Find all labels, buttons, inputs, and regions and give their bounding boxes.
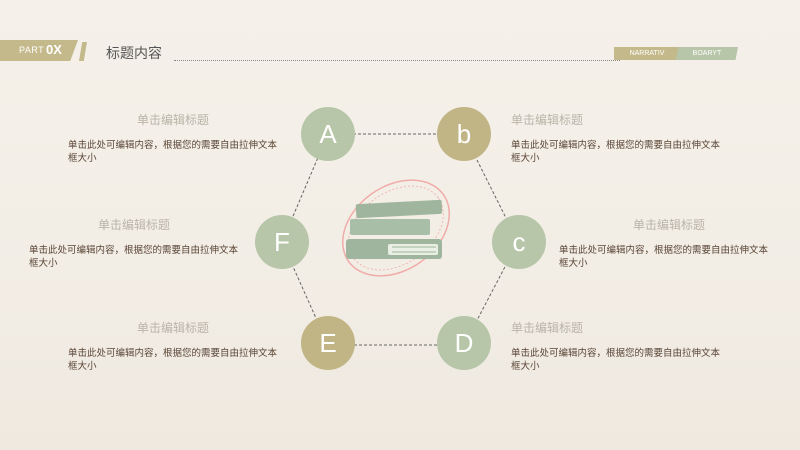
block-title[interactable]: 单击编辑标题 (511, 113, 584, 127)
node-c: c (492, 215, 546, 269)
block-body[interactable]: 单击此处可编辑内容，根据您的需要自由拉伸文本框大小 (511, 348, 721, 372)
node-d-letter: D (454, 327, 474, 358)
block-body[interactable]: 单击此处可编辑内容，根据您的需要自由拉伸文本框大小 (68, 140, 278, 164)
block-body[interactable]: 单击此处可编辑内容，根据您的需要自由拉伸文本框大小 (29, 245, 239, 269)
page-title: 标题内容 (106, 46, 162, 62)
node-e: E (301, 316, 355, 370)
node-b: b (437, 107, 491, 161)
node-c-letter: c (512, 226, 526, 257)
nav-tab-narrativ[interactable]: NARRATIV (614, 47, 680, 60)
text-block-e[interactable]: 单击编辑标题 单击此处可编辑内容，根据您的需要自由拉伸文本框大小 (68, 319, 278, 373)
node-b-letter: b (456, 118, 472, 149)
part-label: PART (19, 45, 45, 55)
text-block-c[interactable]: 单击编辑标题 单击此处可编辑内容，根据您的需要自由拉伸文本框大小 (559, 216, 769, 270)
node-d: D (437, 316, 491, 370)
node-e-letter: E (319, 327, 337, 358)
text-block-f[interactable]: 单击编辑标题 单击此处可编辑内容，根据您的需要自由拉伸文本框大小 (29, 216, 239, 270)
block-title[interactable]: 单击编辑标题 (136, 113, 209, 127)
block-title[interactable]: 单击编辑标题 (511, 321, 584, 335)
part-tag: PART 0X (0, 40, 78, 61)
block-body[interactable]: 单击此处可编辑内容，根据您的需要自由拉伸文本框大小 (511, 140, 721, 164)
part-accent (79, 42, 87, 61)
node-a-letter: A (319, 118, 337, 149)
block-title[interactable]: 单击编辑标题 (97, 218, 170, 232)
title-divider (174, 60, 620, 61)
nav-tab-boaryt[interactable]: BOARYT (676, 47, 738, 60)
node-f: F (255, 215, 309, 269)
block-body[interactable]: 单击此处可编辑内容，根据您的需要自由拉伸文本框大小 (559, 245, 769, 269)
text-block-d[interactable]: 单击编辑标题 单击此处可编辑内容，根据您的需要自由拉伸文本框大小 (511, 319, 721, 373)
text-block-b[interactable]: 单击编辑标题 单击此处可编辑内容，根据您的需要自由拉伸文本框大小 (511, 111, 721, 165)
books-stack-icon (346, 199, 443, 259)
block-body[interactable]: 单击此处可编辑内容，根据您的需要自由拉伸文本框大小 (68, 348, 278, 372)
text-block-a[interactable]: 单击编辑标题 单击此处可编辑内容，根据您的需要自由拉伸文本框大小 (68, 111, 278, 165)
node-f-letter: F (274, 226, 290, 257)
node-a: A (301, 107, 355, 161)
part-number: 0X (46, 42, 62, 57)
block-title[interactable]: 单击编辑标题 (632, 218, 705, 232)
block-title[interactable]: 单击编辑标题 (136, 321, 209, 335)
